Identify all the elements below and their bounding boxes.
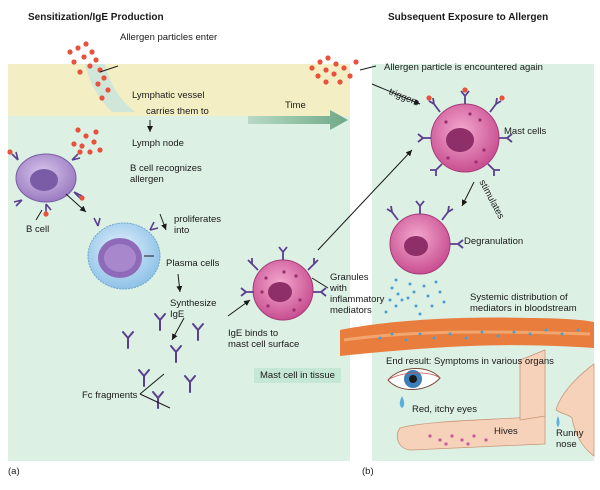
label-red-eyes: Red, itchy eyes (412, 404, 477, 415)
label-proliferates: proliferates into (174, 214, 221, 236)
panel-letter-a: (a) (8, 466, 20, 477)
allergen-particles-lymph (71, 127, 103, 155)
runny-nose-face (555, 363, 595, 457)
label-runny-nose: Runny nose (556, 428, 584, 450)
allergen-particles-left (67, 41, 111, 101)
header-sensitization: Sensitization/IgE Production (28, 12, 164, 23)
label-ige-binds: IgE binds to mast cell surface (228, 328, 300, 350)
label-plasma-cells: Plasma cells (166, 258, 220, 269)
itchy-eye (387, 367, 441, 408)
mast-cell-triggered (417, 87, 513, 176)
lymphatic-vessel (85, 64, 135, 112)
label-fc-fragments: Fc fragments (82, 390, 138, 401)
label-hives: Hives (494, 426, 518, 437)
blood-vessel (340, 317, 594, 356)
label-mast-cell-tissue: Mast cell in tissue (254, 368, 341, 383)
mast-cell-degranulating (384, 200, 464, 316)
label-degranulation: Degranulation (464, 236, 524, 247)
label-lymph-node: Lymph node (132, 138, 184, 149)
label-allergen-enter: Allergen particles enter (120, 32, 218, 43)
label-b-cell-recognizes: B cell recognizes allergen (130, 163, 202, 185)
time-arrow (248, 110, 348, 130)
plasma-cell (87, 217, 161, 290)
label-carries: carries them to (146, 106, 209, 117)
label-time: Time (285, 100, 306, 111)
label-allergen-again: Allergen particle is encountered again (384, 62, 543, 73)
mast-cell-tissue (240, 246, 327, 321)
b-cell (7, 149, 85, 217)
label-synthesize: Synthesize IgE (170, 298, 217, 320)
label-lymphatic-vessel: Lymphatic vessel (132, 90, 205, 101)
process-arrows (35, 65, 475, 409)
label-granules: Granules with inflammatory mediators (330, 272, 385, 316)
free-antibodies (122, 313, 204, 409)
label-systemic: Systemic distribution of mediators in bl… (470, 292, 577, 314)
skin-tissue-layer (8, 64, 350, 116)
label-mast-cells: Mast cells (504, 126, 547, 137)
label-b-cell: B cell (26, 224, 50, 235)
header-subsequent-exposure: Subsequent Exposure to Allergen (388, 12, 549, 23)
arm-with-hives (396, 349, 546, 451)
allergen-particles-right (309, 55, 359, 85)
label-end-result: End result: Symptoms in various organs (386, 356, 554, 367)
panel-letter-b: (b) (362, 466, 374, 477)
